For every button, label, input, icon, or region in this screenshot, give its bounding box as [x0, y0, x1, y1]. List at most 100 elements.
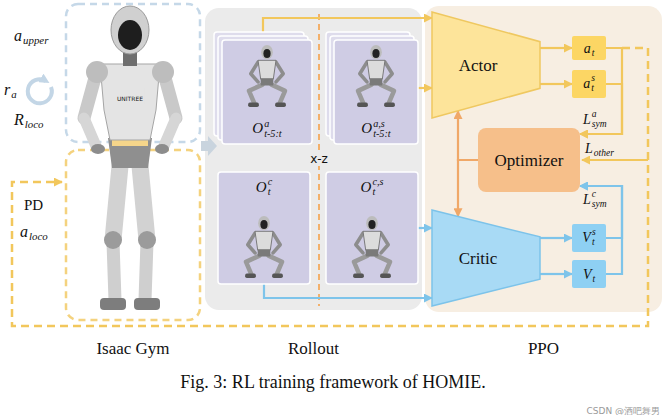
index-stack: asym	[592, 110, 607, 129]
humanoid-robot	[140, 166, 147, 240]
subscript-text: loco	[29, 231, 48, 242]
index-text: sym	[592, 200, 607, 210]
node-text: ast	[583, 74, 595, 93]
index-stack: ct	[268, 177, 273, 197]
panel-heading: Rollout	[205, 340, 422, 358]
humanoid-robot	[112, 140, 148, 146]
humanoid-robot	[104, 231, 122, 249]
index-text: t-5:t	[264, 129, 282, 139]
loss-label: Lcsym	[583, 190, 607, 209]
index-stack: c,st	[372, 177, 383, 197]
index-text: c	[268, 177, 273, 187]
symbol-text: O	[361, 121, 372, 136]
humanoid-robot	[91, 144, 105, 154]
symbol-text: Actor	[459, 57, 498, 74]
node-text: Oat-5:t	[252, 119, 281, 139]
symbol-text: R	[14, 112, 24, 128]
network-trapezoid	[432, 12, 540, 118]
symbol-text: L	[585, 142, 593, 156]
index-stack: csym	[592, 190, 607, 209]
optimizer-box: Optimizer	[478, 128, 580, 192]
text-group: CSDN @酒吧舞男	[586, 407, 660, 415]
index-text: s	[591, 74, 595, 84]
symbol-text: O	[256, 180, 267, 195]
robot-logo: UNITREE	[115, 88, 145, 104]
text-group: Oc,st	[361, 177, 384, 197]
text-group: Vst	[582, 228, 595, 247]
image-frame	[222, 40, 312, 144]
humanoid-robot	[118, 20, 142, 50]
box-fill	[572, 70, 606, 98]
text-group: x-z	[310, 153, 328, 165]
symbol-text: a	[583, 77, 590, 91]
text-group: at	[584, 42, 595, 56]
node-text: Vt	[583, 266, 595, 282]
cycle-arrow	[28, 79, 52, 103]
symbol-text: UNITREE	[117, 96, 143, 102]
observation-stack: Oa,st-5:t	[326, 32, 418, 144]
text-group: Lasym	[583, 110, 607, 129]
humanoid-robot	[164, 74, 176, 118]
index-text: s	[592, 228, 596, 238]
text-group: Oct	[256, 177, 272, 197]
subscript-text: upper	[23, 35, 48, 46]
text-group: Optimizer	[495, 152, 564, 169]
image-frame	[334, 40, 418, 144]
network-trapezoid	[432, 210, 540, 306]
image-frame	[218, 172, 310, 284]
symbol-text: O	[361, 180, 372, 195]
symbol-text: a	[14, 28, 22, 44]
symbol-text: V	[582, 231, 591, 245]
index-text: c	[592, 190, 607, 200]
index-text: t	[372, 187, 383, 197]
node-text: Vst	[582, 228, 595, 247]
loss-label: Lother	[585, 140, 614, 156]
humanoid-robot	[138, 231, 156, 249]
node-text: Oa,st-5:t	[361, 119, 390, 139]
box-fill	[478, 128, 580, 192]
loss-label: Lasym	[583, 110, 607, 129]
humanoid-robot	[123, 52, 137, 66]
observation-image: Oct	[218, 172, 310, 284]
caption-area: Fig. 3: RL training framework of HOMIE.	[0, 372, 666, 393]
node-text: Optimizer	[495, 152, 564, 169]
node-text: Actor	[459, 57, 498, 74]
action-output: ast	[572, 70, 606, 98]
box-fill	[572, 36, 606, 60]
ppo-panel: PPOActoratastOptimizerCriticVstVt	[425, 6, 662, 312]
index-text: a	[592, 110, 607, 120]
text-group: PD	[24, 198, 43, 213]
box-fill	[572, 260, 606, 288]
humanoid-robot	[155, 144, 169, 154]
section-label: Isaac Gym	[96, 340, 169, 357]
node-text: Critic	[459, 250, 498, 267]
box-fill	[572, 224, 606, 252]
index-stack: st	[592, 228, 596, 247]
symbol-text: PD	[24, 198, 43, 213]
index-text: t-5:t	[373, 129, 391, 139]
symbol-text: V	[583, 268, 592, 282]
symbol-text: Optimizer	[495, 152, 564, 169]
humanoid-robot	[100, 64, 160, 140]
subscript-text: t	[592, 49, 595, 59]
node-text: Oc,st	[361, 177, 384, 197]
locomotion-action-label: aloco	[20, 224, 48, 240]
text-group: PPO	[528, 340, 559, 357]
subscript-text: other	[594, 149, 614, 159]
reward-label: ra	[4, 82, 17, 98]
critic-network: Critic	[432, 210, 540, 306]
text-group: Oa,st-5:t	[361, 119, 390, 139]
image-frame	[326, 172, 418, 284]
index-text: a,s	[373, 119, 391, 129]
observation-image: Oc,st	[326, 172, 418, 284]
text-group: Isaac Gym	[96, 340, 169, 357]
robot-pose-image	[353, 216, 391, 278]
index-stack: at-5:t	[264, 119, 282, 139]
index-text: t	[591, 84, 595, 94]
upper-body-group	[66, 4, 200, 142]
symbol-text: Isaac Gym	[96, 340, 169, 357]
symbol-text: CSDN @酒吧舞男	[586, 407, 660, 415]
humanoid-robot	[152, 61, 174, 83]
text-group: Lother	[585, 142, 614, 156]
